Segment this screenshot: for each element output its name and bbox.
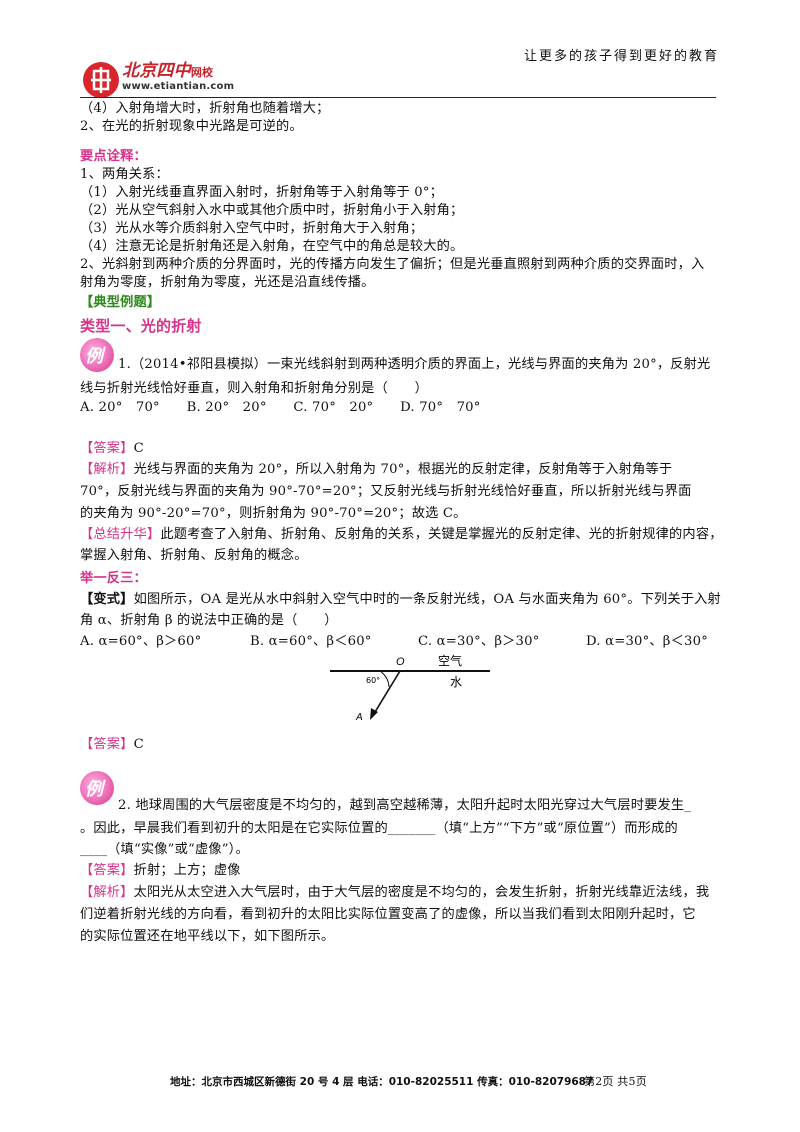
badge-char: 例: [85, 346, 103, 367]
variant-answer: 【答案】C: [80, 736, 144, 754]
fig-label-o: O: [396, 656, 405, 668]
answer-value: C: [133, 737, 144, 752]
analysis-label: 【解析】: [80, 462, 134, 477]
logo-name-text: 北京四中: [122, 61, 191, 81]
variant-label: 【变式】: [80, 592, 134, 607]
fig-label-water: 水: [450, 675, 462, 689]
points-line: （3）光从水等介质斜射入空气中时，折射角大于入射角；: [80, 221, 424, 236]
variant-option-c: C. α=30°、β＞30°: [418, 634, 540, 649]
example-badge-icon: 例: [80, 338, 114, 372]
logo-icon: [83, 62, 119, 98]
summary-text: 此题考查了入射角、折射角、反射角的关系，关键是掌握光的反射定律、光的折射规律的内…: [160, 527, 723, 542]
analysis-text: 光线与界面的夹角为 20°，所以入射角为 70°，根据光的反射定律，反射角等于入…: [133, 462, 673, 477]
variant-line-2: 角 α、折射角 β 的说法中正确的是（ ）: [80, 613, 338, 628]
logo-name: 北京四中网校: [122, 62, 213, 82]
answer-value: 折射；上方；虚像: [133, 863, 241, 878]
footer-address: 地址：北京市西城区新德街 20 号 4 层 电话：010-82025511 传真…: [170, 1076, 594, 1088]
q2-analysis-3: 的实际位置还在地平线以下，如下图所示。: [80, 929, 335, 944]
q1-summary-2: 掌握入射角、折射角、反射角的概念。: [80, 548, 308, 563]
slogan: 让更多的孩子得到更好的教育: [524, 49, 720, 64]
answer-label: 【答案】: [80, 441, 134, 456]
points-line: （1）入射光线垂直界面入射时，折射角等于入射角等于 0°；: [80, 185, 444, 200]
refraction-figure: O 空气 水 60° A: [330, 653, 490, 722]
badge-char: 例: [85, 779, 103, 800]
variant-option-b: B. α=60°、β＜60°: [250, 634, 372, 649]
q2-answer: 【答案】折射；上方；虚像: [80, 862, 241, 880]
variant-line-1: 【变式】如图所示，OA 是光从水中斜射入空气中时的一条反射光线，OA 与水面夹角…: [80, 591, 721, 609]
q2-analysis-2: 们逆着折射光线的方向看，看到初升的太阳比实际位置变高了的虚像，所以当我们看到太阳…: [80, 907, 696, 922]
analysis-label: 【解析】: [80, 885, 134, 900]
section-title: 【典型例题】: [80, 295, 161, 310]
example-badge-icon: 例: [80, 771, 114, 805]
points-line: 射角为零度，折射角为零度，光还是沿直线传播。: [80, 275, 375, 290]
footer-page: 第2页 共5页: [584, 1075, 647, 1088]
header-divider: [80, 97, 716, 98]
variant-option-a: A. α=60°、β＞60°: [80, 634, 202, 649]
answer-label: 【答案】: [80, 863, 134, 878]
variant-text: 如图所示，OA 是光从水中斜射入空气中时的一条反射光线，OA 与水面夹角为 60…: [133, 592, 721, 607]
intro-line-1: （4）入射角增大时，折射角也随着增大；: [80, 101, 330, 116]
logo-url: www.etiantian.com: [122, 81, 235, 92]
logo-suffix-text: 网校: [190, 66, 214, 79]
variant-heading: 举一反三：: [80, 571, 147, 586]
points-line: 1、两角关系：: [80, 167, 169, 182]
q2-line-1: 2. 地球周围的大气层密度是不均匀的，越到高空越稀薄，太阳升起时太阳光穿过大气层…: [118, 798, 692, 813]
fig-label-angle: 60°: [366, 676, 380, 685]
points-heading: 要点诠释：: [80, 149, 147, 164]
q1-line-1: 1.（2014•祁阳县模拟）一束光线斜射到两种透明介质的界面上，光线与界面的夹角…: [118, 357, 711, 372]
intro-line-2: 2、在光的折射现象中光路是可逆的。: [80, 119, 303, 134]
points-line: （2）光从空气斜射入水中或其他介质中时，折射角小于入射角；: [80, 203, 464, 218]
q1-analysis-3: 的夹角为 90°-20°=70°，则折射角为 90°-70°=20°；故选 C。: [80, 506, 467, 521]
type-title: 类型一、光的折射: [80, 317, 202, 335]
q1-options: A. 20° 70° B. 20° 20° C. 70° 20° D. 70° …: [80, 400, 481, 415]
header: 北京四中网校 www.etiantian.com 让更多的孩子得到更好的教育: [0, 0, 800, 100]
answer-label: 【答案】: [80, 737, 134, 752]
q1-analysis-1: 【解析】光线与界面的夹角为 20°，所以入射角为 70°，根据光的反射定律，反射…: [80, 461, 672, 479]
q2-line-3: ____（填“实像”或“虚像”）。: [80, 842, 249, 857]
summary-label: 【总结升华】: [80, 527, 161, 542]
q1-line-2: 线与折射光线恰好垂直，则入射角和折射角分别是（ ）: [80, 381, 429, 396]
ray-arrow-icon: [370, 708, 378, 720]
fig-label-air: 空气: [438, 653, 462, 668]
angle-arc: [379, 670, 390, 688]
points-line: 2、光斜射到两种介质的分界面时，光的传播方向发生了偏折；但是光垂直照射到两种介质…: [80, 257, 705, 272]
fig-label-a: A: [355, 712, 363, 722]
analysis-text: 太阳光从太空进入大气层时，由于大气层的密度是不均匀的，会发生折射，折射光线靠近法…: [133, 885, 710, 900]
variant-option-d: D. α=30°、β＜30°: [586, 634, 708, 649]
ray-oa: [371, 670, 401, 718]
points-line: （4）注意无论是折射角还是入射角，在空气中的角总是较大的。: [80, 239, 464, 254]
q2-analysis-1: 【解析】太阳光从太空进入大气层时，由于大气层的密度是不均匀的，会发生折射，折射光…: [80, 884, 709, 902]
answer-value: C: [133, 441, 144, 456]
q1-summary-1: 【总结升华】此题考查了入射角、折射角、反射角的关系，关键是掌握光的反射定律、光的…: [80, 526, 723, 544]
q1-analysis-2: 70°，反射光线与界面的夹角为 90°-70°=20°；又反射光线与折射光线恰好…: [80, 484, 692, 499]
q2-line-2: 。因此，早晨我们看到初升的太阳是在它实际位置的_______（填“上方”“下方”…: [80, 821, 678, 836]
q1-answer: 【答案】C: [80, 440, 144, 458]
